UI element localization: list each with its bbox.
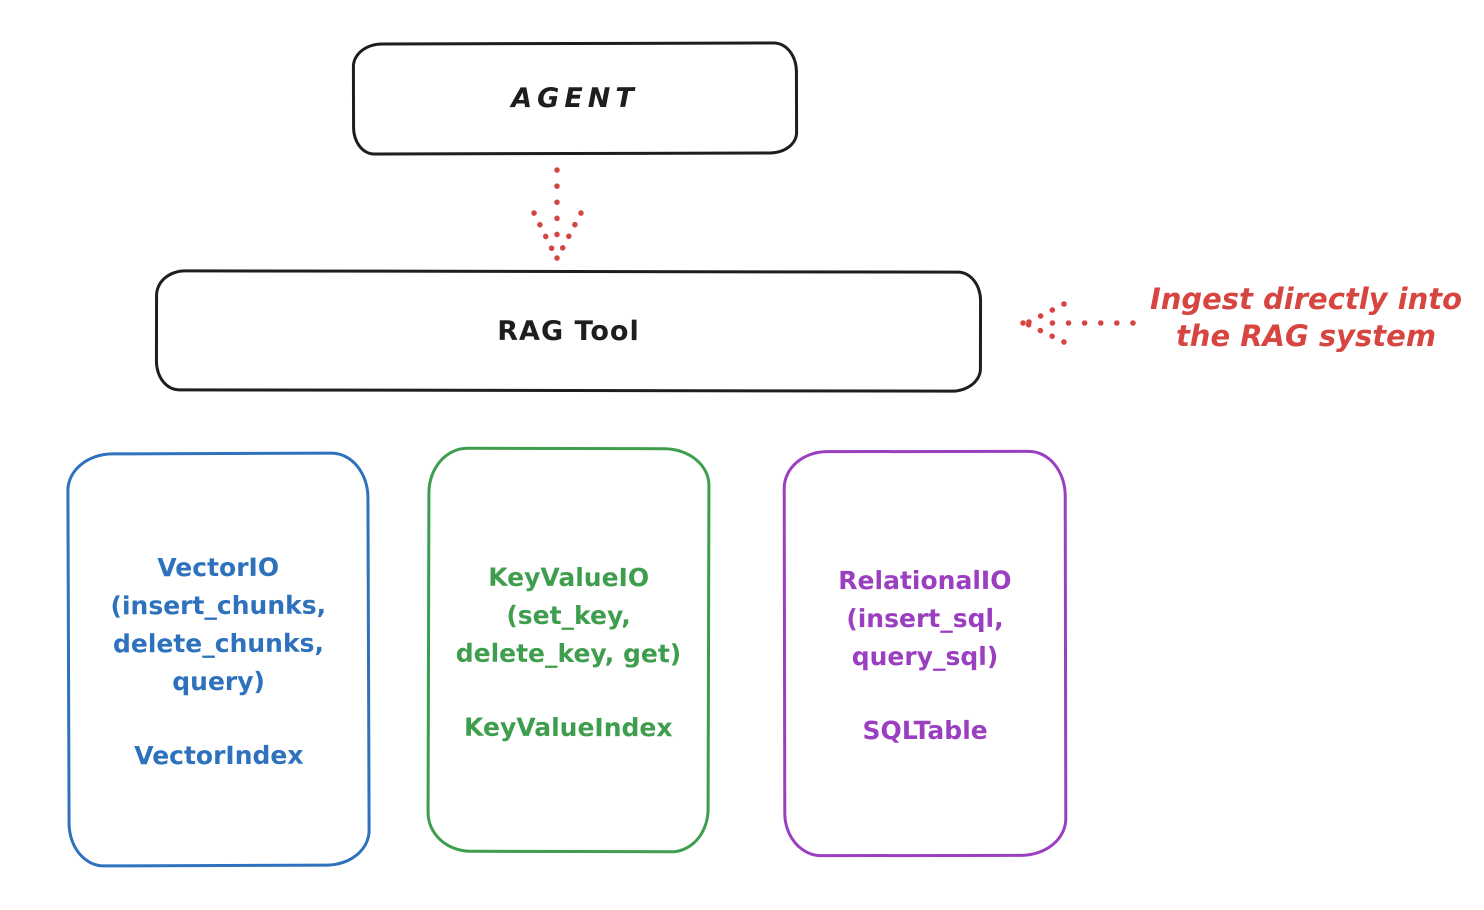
vector-io-line: delete_chunks, <box>112 628 324 659</box>
vector-index-label: VectorIndex <box>134 740 304 771</box>
relational-io-node: RelationalIO (insert_sql, query_sql) SQL… <box>782 449 1068 858</box>
agent-node: AGENT <box>351 41 799 156</box>
vector-io-node: VectorIO (insert_chunks, delete_chunks, … <box>66 451 371 868</box>
ingest-annotation: Ingest directly into the RAG system <box>1138 281 1474 355</box>
key-value-index-label: KeyValueIndex <box>464 712 673 742</box>
vector-io-line: (insert_chunks, <box>110 590 327 621</box>
relational-io-description: RelationalIO (insert_sql, query_sql) <box>838 562 1011 676</box>
key-value-io-description: KeyValueIO (set_key, delete_key, get) <box>456 558 682 673</box>
key-value-io-line: KeyValueIO <box>488 562 650 592</box>
agent-to-rag-arrow <box>531 167 584 261</box>
sql-table-label: SQLTable <box>862 715 988 746</box>
relational-io-line: query_sql) <box>851 641 999 672</box>
vector-io-description: VectorIO (insert_chunks, delete_chunks, … <box>110 549 326 702</box>
agent-label: AGENT <box>511 82 639 115</box>
relational-io-line: RelationalIO <box>838 565 1012 596</box>
ingest-annotation-line-1: Ingest directly into <box>1149 282 1463 316</box>
rag-tool-label: RAG Tool <box>497 315 640 347</box>
vector-io-line: VectorIO <box>157 552 280 583</box>
annotation-to-rag-arrow <box>1020 301 1136 345</box>
key-value-io-line: delete_key, get) <box>455 638 682 668</box>
relational-io-line: (insert_sql, <box>846 603 1004 634</box>
key-value-io-line: (set_key, <box>506 600 631 630</box>
rag-tool-node: RAG Tool <box>154 269 983 393</box>
key-value-io-node: KeyValueIO (set_key, delete_key, get) Ke… <box>426 446 711 854</box>
ingest-annotation-line-2: the RAG system <box>1175 319 1437 353</box>
vector-io-line: query) <box>172 666 265 697</box>
